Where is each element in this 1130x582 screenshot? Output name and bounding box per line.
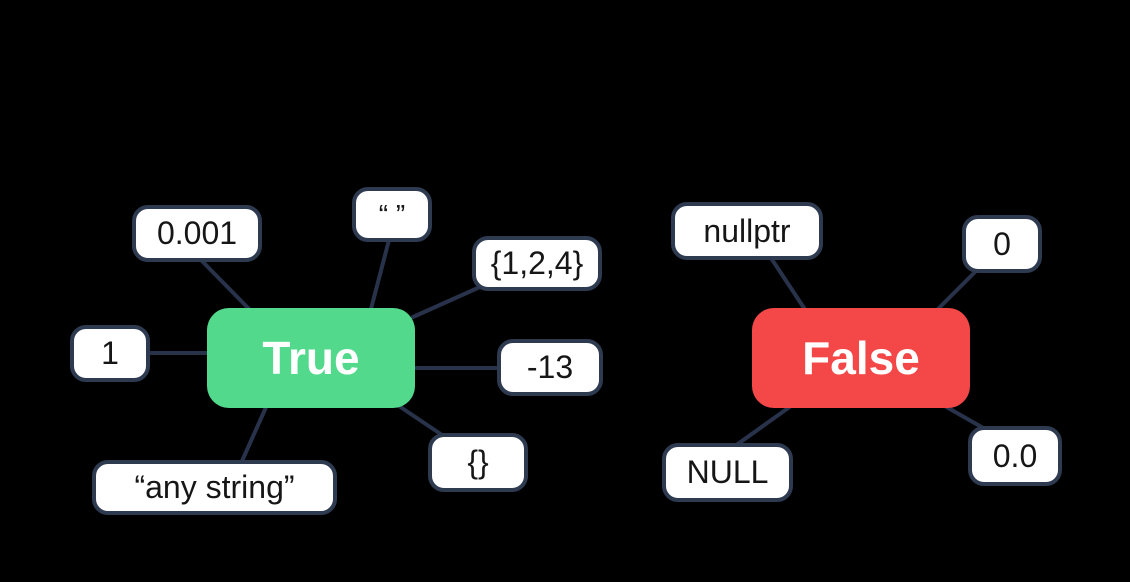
value-node-empty-string: “ ”	[352, 187, 432, 242]
value-node-any-string: “any string”	[92, 460, 337, 515]
value-label-empty-string: “ ”	[378, 198, 406, 230]
value-label-one: 1	[101, 335, 119, 371]
edge-true-decimal	[198, 257, 253, 313]
value-label-set: {1,2,4}	[490, 245, 584, 281]
edge-true-set	[411, 285, 482, 319]
value-label-null: NULL	[686, 454, 769, 490]
edge-false-nullptr	[769, 256, 808, 313]
value-label-zero-float: 0.0	[992, 437, 1038, 474]
value-label-empty-set: {}	[467, 444, 489, 480]
edge-false-null	[733, 404, 793, 448]
value-node-one: 1	[70, 325, 150, 382]
value-node-set: {1,2,4}	[472, 236, 602, 291]
value-node-decimal: 0.001	[132, 205, 262, 262]
false-node-label: False	[802, 332, 920, 384]
value-node-zero-float: 0.0	[968, 426, 1062, 486]
value-label-any-string: “any string”	[134, 469, 295, 505]
value-node-empty-set: {}	[428, 433, 528, 492]
value-label-negative-13: -13	[526, 349, 574, 385]
value-node-null: NULL	[662, 443, 793, 502]
value-label-nullptr: nullptr	[703, 212, 791, 249]
false-node: False	[752, 308, 970, 408]
value-label-zero: 0	[993, 225, 1011, 262]
true-node: True	[207, 308, 415, 408]
value-node-nullptr: nullptr	[671, 202, 823, 260]
value-node-zero: 0	[962, 215, 1042, 273]
edge-true-empty-set	[394, 402, 447, 439]
true-node-label: True	[262, 332, 360, 384]
edge-true-empty-string	[369, 238, 391, 311]
value-node-negative-13: -13	[497, 339, 603, 396]
value-label-decimal: 0.001	[156, 215, 238, 251]
edge-false-zero-float	[941, 403, 987, 431]
edge-false-zero	[935, 269, 978, 312]
edge-true-any-string	[240, 403, 269, 463]
